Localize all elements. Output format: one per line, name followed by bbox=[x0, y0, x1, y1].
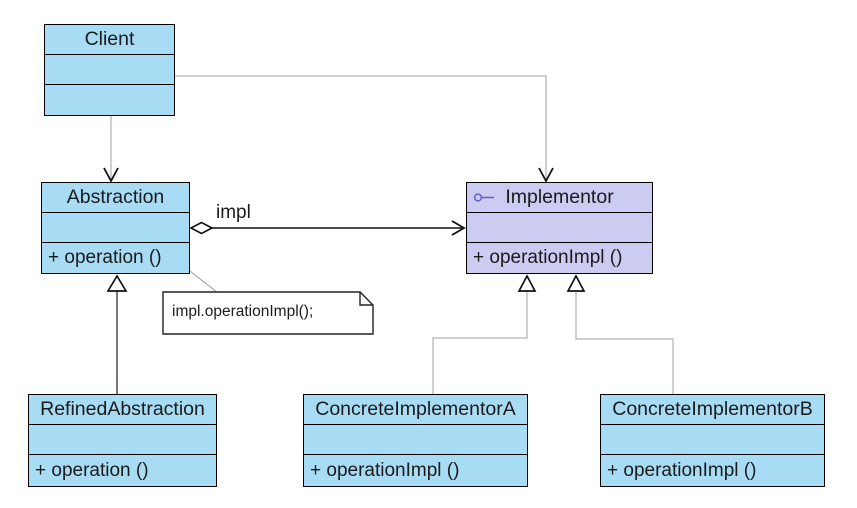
interface-lollipop-icon bbox=[473, 192, 496, 203]
class-operations-compartment: + operationImpl () bbox=[607, 459, 757, 481]
dependency-line bbox=[175, 75, 547, 179]
class-operations-compartment: + operation () bbox=[48, 247, 162, 268]
generalization-refinedabstraction-to-abstraction[interactable] bbox=[106, 274, 128, 394]
class-attributes-compartment bbox=[467, 213, 652, 243]
generalization-triangle bbox=[566, 274, 586, 292]
class-title: RefinedAbstraction bbox=[29, 395, 216, 425]
class-attributes-compartment bbox=[304, 425, 527, 455]
class-title: Implementor bbox=[467, 183, 652, 213]
class-title: Client bbox=[45, 25, 174, 55]
class-attributes-compartment bbox=[601, 425, 824, 455]
class-refinedabstraction[interactable]: RefinedAbstraction + operation () bbox=[28, 394, 217, 487]
class-implementor[interactable]: Implementor + operationImpl () bbox=[466, 182, 653, 274]
note-text: impl.operationImpl(); bbox=[172, 303, 314, 320]
generalization-line bbox=[575, 291, 674, 394]
class-concreteimplementorb[interactable]: ConcreteImplementorB + operationImpl () bbox=[600, 394, 825, 487]
class-title: ConcreteImplementorA bbox=[304, 395, 527, 425]
generalization-triangle bbox=[517, 274, 537, 292]
class-operations-compartment: + operationImpl () bbox=[310, 459, 460, 481]
generalization-concreteimplementora-to-implementor[interactable] bbox=[432, 274, 537, 394]
class-client[interactable]: Client bbox=[44, 24, 175, 116]
dependency-client-to-abstraction[interactable] bbox=[103, 116, 119, 183]
class-operations-compartment: + operation () bbox=[35, 459, 149, 481]
dependency-client-to-implementor[interactable] bbox=[175, 75, 554, 183]
aggregation-diamond bbox=[189, 221, 214, 235]
open-arrowhead bbox=[103, 167, 119, 183]
class-attributes-compartment bbox=[29, 425, 216, 455]
class-abstraction[interactable]: Abstraction + operation () bbox=[41, 182, 190, 274]
generalization-line bbox=[432, 291, 528, 394]
generalization-triangle bbox=[106, 274, 128, 292]
class-title: Abstraction bbox=[42, 183, 189, 213]
class-title: ConcreteImplementorB bbox=[601, 395, 824, 425]
aggregation-role-label: impl bbox=[216, 202, 251, 223]
class-concreteimplementora[interactable]: ConcreteImplementorA + operationImpl () bbox=[303, 394, 528, 487]
open-arrowhead bbox=[538, 167, 554, 183]
generalization-concreteimplementorb-to-implementor[interactable] bbox=[566, 274, 674, 394]
open-arrowhead bbox=[451, 220, 466, 236]
class-title-text: Implementor bbox=[505, 186, 614, 208]
class-operations-compartment: + operationImpl () bbox=[473, 247, 623, 268]
class-attributes-compartment bbox=[45, 55, 174, 85]
class-attributes-compartment bbox=[42, 213, 189, 243]
class-operations-compartment bbox=[45, 85, 174, 115]
